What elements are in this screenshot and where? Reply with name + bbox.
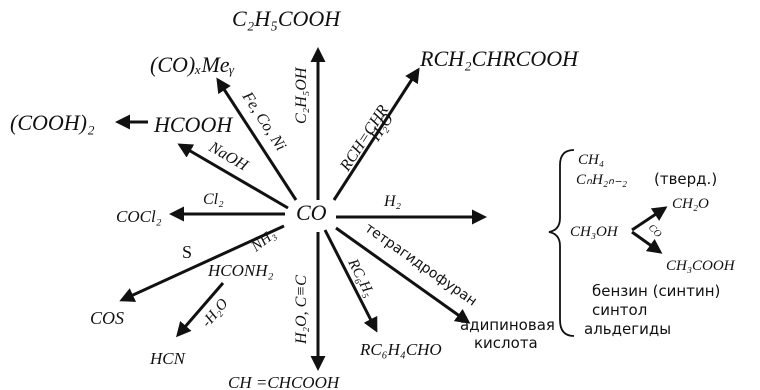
- reagent-acetylene: H₂O, C≡C: [293, 275, 310, 345]
- arrow-methanol-to-acetic-acid: [631, 230, 663, 254]
- product-formamide: HCONH₂: [207, 261, 274, 280]
- arrow-to-adipic-acid: [335, 226, 471, 324]
- arrow-to-cos: [119, 224, 285, 302]
- product-acrylic-acid: CH =CHCOOH: [228, 373, 341, 390]
- reagent-naoh: NaOH: [205, 138, 252, 175]
- product-cos: COS: [90, 308, 124, 328]
- product-solid-note: (тверд.): [654, 170, 717, 188]
- reagent-chlorine: Cl₂: [203, 191, 224, 208]
- reagent-thf: тетрагидрофуран: [362, 220, 480, 309]
- product-methanol: CH₃OH: [570, 224, 619, 240]
- arrow-to-olefin-acid: [332, 67, 420, 201]
- product-syntol: синтол: [592, 301, 647, 319]
- product-formic-acid: HCOOH: [153, 112, 233, 137]
- product-aldehydes: альдегиды: [584, 320, 671, 338]
- arrow-to-aryl-aldehyde: [323, 229, 378, 333]
- product-acetic-acid: CH₃COOH: [666, 258, 736, 274]
- product-hydrocarbons: CₙH₂ₙ₋₂: [576, 172, 627, 188]
- reagent-hydrogen: H₂: [383, 193, 402, 210]
- product-adipic-acid-line2: кислота: [474, 334, 538, 352]
- product-formaldehyde: CH₂O: [672, 196, 709, 212]
- product-metal-carbonyl: (CO)ₓMeᵧ: [150, 52, 235, 77]
- arrow-to-formic-acid: [177, 143, 289, 210]
- arrow-to-metal-carbonyl: [216, 77, 298, 201]
- arrow-to-hcn: [176, 282, 225, 338]
- reagent-co-small: CO: [646, 222, 664, 240]
- product-adipic-acid-line1: адипиновая: [460, 316, 555, 334]
- reagent-sulfur: S: [182, 242, 192, 262]
- arrow-methanol-to-formaldehyde: [631, 206, 668, 232]
- product-carboxylic-acid: RCH₂CHRCOOH: [419, 46, 579, 71]
- reagent-ethanol: C₂H₅OH: [293, 66, 310, 124]
- product-phosgene: COCl₂: [116, 207, 162, 226]
- product-propionic-acid: C₂H₅COOH: [232, 6, 341, 31]
- product-hcn: HCN: [149, 349, 187, 368]
- product-benzine: бензин (синтин): [592, 282, 720, 300]
- product-methane: CH₄: [578, 152, 604, 168]
- product-aryl-aldehyde: RC₆H₄CHO: [359, 340, 442, 359]
- reagent-dehydration: -H₂O: [199, 296, 232, 331]
- product-oxalic-acid: (COOH)₂: [10, 110, 95, 135]
- product-group-brace: [548, 149, 575, 337]
- center-co-label: CO: [296, 200, 327, 225]
